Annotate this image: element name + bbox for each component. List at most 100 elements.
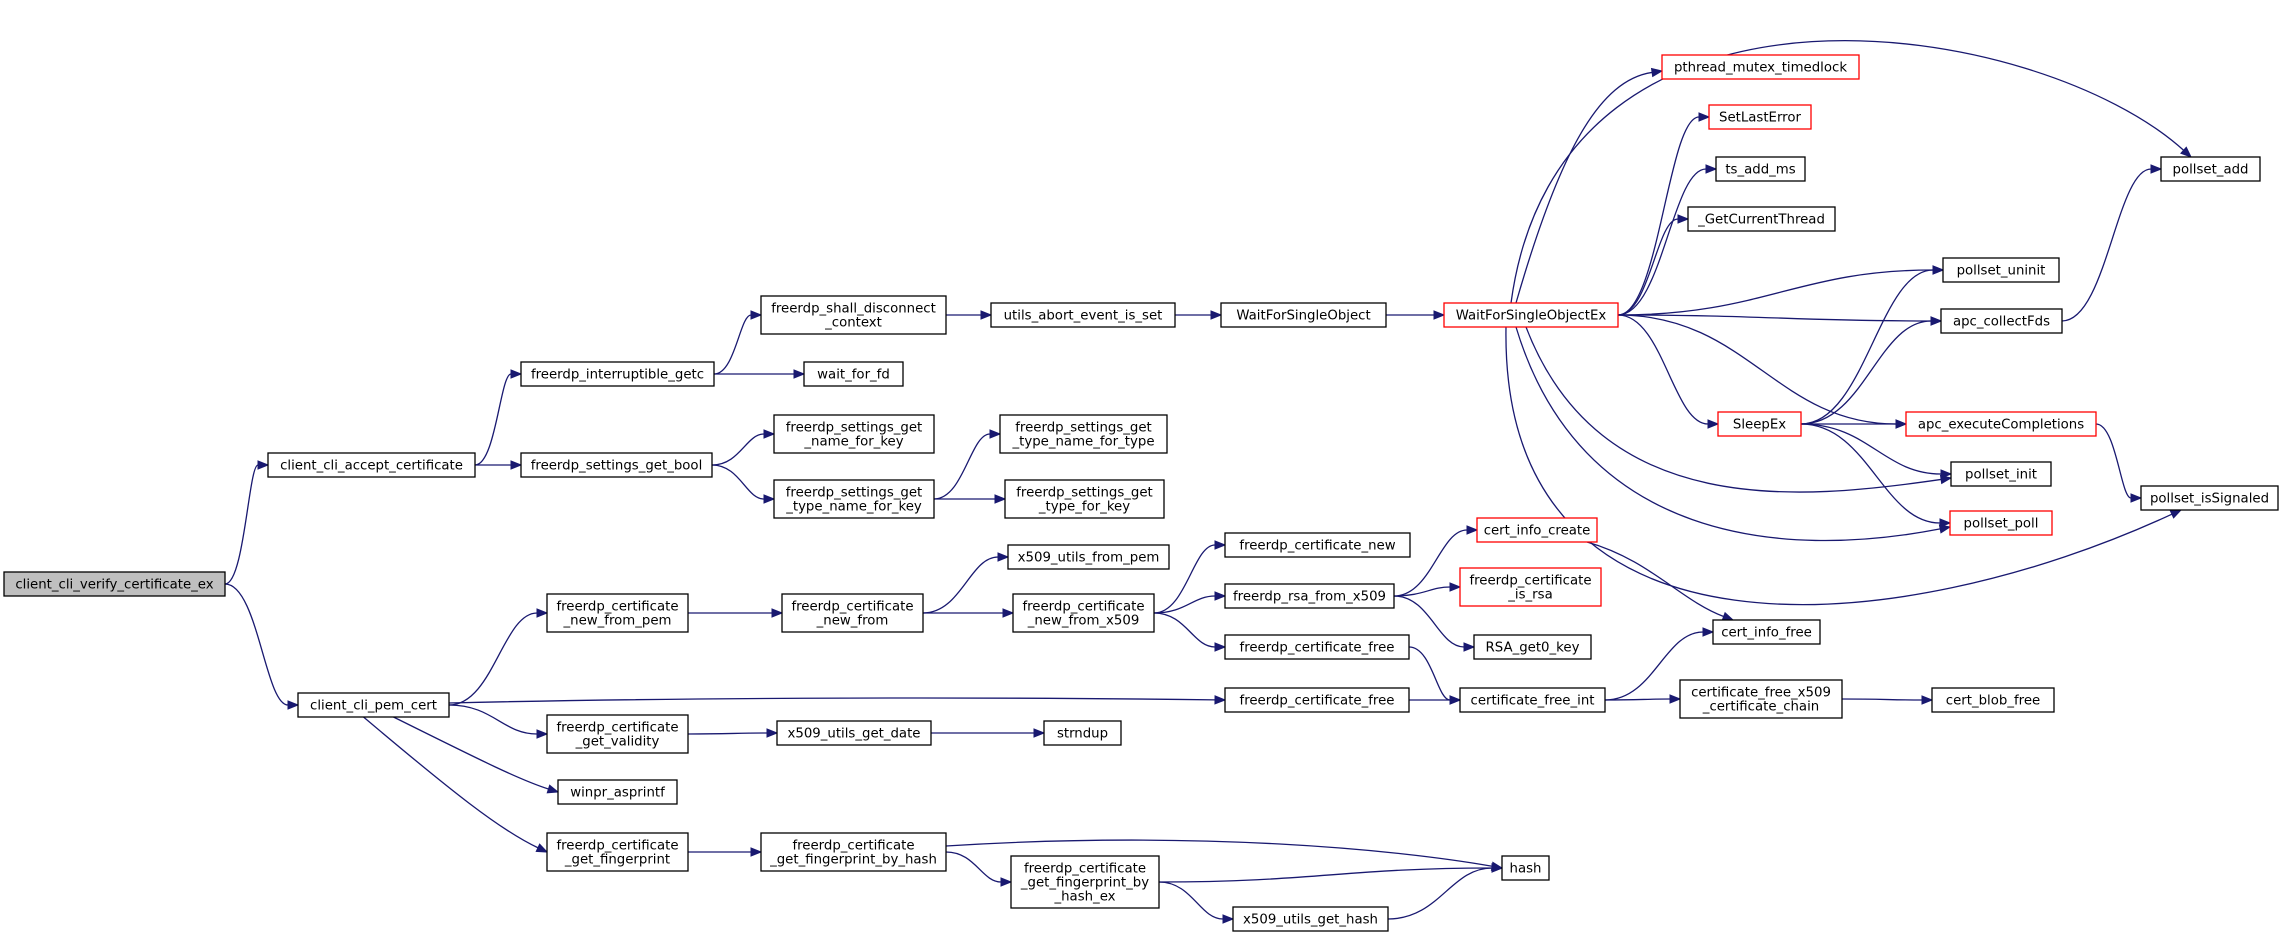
node-label: _context xyxy=(824,316,882,331)
node-freerdp_certificate_new_from[interactable]: freerdp_certificate_new_from xyxy=(781,593,924,633)
node-pollset_uninit[interactable]: pollset_uninit xyxy=(1942,257,2060,283)
node-box xyxy=(1224,583,1395,609)
edge-freerdp_certificate_new_from-to-x509_utils_from_pem xyxy=(922,552,1010,614)
edge-client_cli_pem_cert-to-winpr_asprintf xyxy=(393,716,560,794)
node-apc_collectFds[interactable]: apc_collectFds xyxy=(1940,308,2063,334)
node-box xyxy=(1232,906,1389,932)
node-label: _new_from_x509 xyxy=(1027,614,1140,629)
node-x509_utils_get_hash[interactable]: x509_utils_get_hash xyxy=(1232,906,1389,932)
edge-arrowhead xyxy=(510,460,523,470)
edge-arrowhead xyxy=(287,700,300,710)
node-pollset_poll[interactable]: pollset_poll xyxy=(1949,510,2053,536)
node-client_cli_verify_certificate_ex[interactable]: client_cli_verify_certificate_ex xyxy=(3,571,226,597)
edge-WaitForSingleObjectEx-to-SleepEx xyxy=(1617,314,1720,429)
node-label: _name_for_key xyxy=(803,435,903,450)
node-freerdp_settings_get_type_name_for_type[interactable]: freerdp_settings_get_type_name_for_type xyxy=(999,414,1168,454)
edge-line xyxy=(1800,423,1942,475)
node-label: certificate_free_int xyxy=(1471,694,1595,709)
node-freerdp_certificate_new[interactable]: freerdp_certificate_new xyxy=(1224,532,1411,558)
node-certificate_free_x509_certificate_chain[interactable]: certificate_free_x509_certificate_chain xyxy=(1679,679,1843,719)
node-freerdp_certificate_get_fingerprint_by_hash_ex[interactable]: freerdp_certificate_get_fingerprint_by_h… xyxy=(1010,855,1160,909)
node-ts_add_ms[interactable]: ts_add_ms xyxy=(1715,156,1806,182)
node-pollset_isSignaled[interactable]: pollset_isSignaled xyxy=(2140,485,2279,511)
edge-utils_abort_event_is_set-to-WaitForSingleObject xyxy=(1175,310,1223,320)
node-freerdp_rsa_from_x509[interactable]: freerdp_rsa_from_x509 xyxy=(1224,583,1395,609)
node-x509_utils_from_pem[interactable]: x509_utils_from_pem xyxy=(1007,544,1170,570)
node-freerdp_settings_get_bool[interactable]: freerdp_settings_get_bool xyxy=(520,452,713,478)
node-box xyxy=(1501,855,1550,881)
node-freerdp_settings_get_name_for_key[interactable]: freerdp_settings_get_name_for_key xyxy=(773,414,935,454)
node-label: _type_name_for_key xyxy=(785,500,922,515)
edges-layer xyxy=(224,40,2192,924)
edge-arrowhead xyxy=(793,369,806,379)
edge-line xyxy=(2061,168,2152,322)
edge-line xyxy=(1617,168,1707,316)
node-apc_executeCompletions[interactable]: apc_executeCompletions xyxy=(1905,411,2097,437)
node-SleepEx[interactable]: SleepEx xyxy=(1717,411,1802,437)
edge-arrowhead xyxy=(546,784,560,794)
edge-cert_info_create-to-cert_info_free xyxy=(1586,541,1735,621)
edge-arrowhead xyxy=(1702,627,1715,637)
edge-client_cli_pem_cert-to-freerdp_certificate_free_b xyxy=(448,695,1227,705)
edge-line xyxy=(1158,881,1224,920)
edge-arrowhead xyxy=(257,460,270,470)
node-wait_for_fd[interactable]: wait_for_fd xyxy=(803,361,904,387)
node-label: certificate_free_x509 xyxy=(1691,686,1831,701)
node-freerdp_certificate_get_validity[interactable]: freerdp_certificate_get_validity xyxy=(546,714,689,754)
edge-arrowhead xyxy=(766,728,779,738)
node-label: SetLastError xyxy=(1719,111,1801,126)
edge-line xyxy=(1510,40,2185,304)
node-label: cert_info_create xyxy=(1484,524,1591,539)
node-client_cli_accept_certificate[interactable]: client_cli_accept_certificate xyxy=(267,452,476,478)
node-_GetCurrentThread[interactable]: _GetCurrentThread xyxy=(1687,206,1836,232)
node-box xyxy=(773,414,935,454)
node-SetLastError[interactable]: SetLastError xyxy=(1708,104,1812,130)
edge-line xyxy=(687,732,768,735)
node-freerdp_interruptible_getc[interactable]: freerdp_interruptible_getc xyxy=(520,361,715,387)
node-hash[interactable]: hash xyxy=(1501,855,1550,881)
node-box xyxy=(1459,567,1602,607)
edge-WaitForSingleObjectEx-to-apc_executeCompletions xyxy=(1617,314,1908,429)
edge-line xyxy=(1604,631,1704,701)
node-winpr_asprintf[interactable]: winpr_asprintf xyxy=(557,779,678,805)
node-freerdp_certificate_get_fingerprint_by_hash[interactable]: freerdp_certificate_get_fingerprint_by_h… xyxy=(760,832,947,872)
node-certificate_free_int[interactable]: certificate_free_int xyxy=(1459,687,1606,713)
node-freerdp_certificate_new_from_x509[interactable]: freerdp_certificate_new_from_x509 xyxy=(1012,593,1155,633)
node-utils_abort_event_is_set[interactable]: utils_abort_event_is_set xyxy=(990,302,1176,328)
edge-arrowhead xyxy=(1222,914,1235,924)
node-freerdp_settings_get_type_name_for_key[interactable]: freerdp_settings_get_type_name_for_key xyxy=(773,479,935,519)
node-freerdp_certificate_is_rsa[interactable]: freerdp_certificate_is_rsa xyxy=(1459,567,1602,607)
node-label: ts_add_ms xyxy=(1725,163,1795,178)
node-client_cli_pem_cert[interactable]: client_cli_pem_cert xyxy=(297,692,450,718)
edge-line xyxy=(1800,423,1941,524)
node-freerdp_shall_disconnect_context[interactable]: freerdp_shall_disconnect_context xyxy=(760,295,947,335)
node-cert_info_create[interactable]: cert_info_create xyxy=(1476,517,1598,543)
node-cert_blob_free[interactable]: cert_blob_free xyxy=(1931,687,2055,713)
node-RSA_get0_key[interactable]: RSA_get0_key xyxy=(1473,634,1592,660)
node-freerdp_certificate_get_fingerprint[interactable]: freerdp_certificate_get_fingerprint xyxy=(546,832,689,872)
edge-line xyxy=(474,373,512,466)
node-freerdp_certificate_free_b[interactable]: freerdp_certificate_free xyxy=(1224,687,1410,713)
edge-arrowhead xyxy=(1895,419,1908,429)
node-pollset_init[interactable]: pollset_init xyxy=(1950,461,2052,487)
node-WaitForSingleObjectEx[interactable]: WaitForSingleObjectEx xyxy=(1443,302,1619,328)
node-x509_utils_get_date[interactable]: x509_utils_get_date xyxy=(776,720,932,746)
node-label: _get_fingerprint xyxy=(564,853,670,868)
node-box xyxy=(999,414,1168,454)
node-strndup[interactable]: strndup xyxy=(1043,720,1122,746)
edge-line xyxy=(1617,314,1897,425)
node-freerdp_certificate_new_from_pem[interactable]: freerdp_certificate_new_from_pem xyxy=(546,593,689,633)
node-freerdp_certificate_free_a[interactable]: freerdp_certificate_free xyxy=(1224,634,1410,660)
node-label: freerdp_certificate xyxy=(556,721,678,736)
node-WaitForSingleObject[interactable]: WaitForSingleObject xyxy=(1220,302,1387,328)
edge-line xyxy=(1800,320,1932,425)
edge-line xyxy=(711,464,765,500)
node-pthread_mutex_timedlock[interactable]: pthread_mutex_timedlock xyxy=(1661,54,1860,80)
node-box xyxy=(1224,532,1411,558)
edge-line xyxy=(393,716,549,790)
node-label: freerdp_settings_get xyxy=(1015,421,1152,436)
node-cert_info_free[interactable]: cert_info_free xyxy=(1712,619,1821,645)
edge-line xyxy=(448,612,538,706)
node-freerdp_settings_get_type_for_key[interactable]: freerdp_settings_get_type_for_key xyxy=(1004,479,1165,519)
node-pollset_add[interactable]: pollset_add xyxy=(2160,156,2261,182)
